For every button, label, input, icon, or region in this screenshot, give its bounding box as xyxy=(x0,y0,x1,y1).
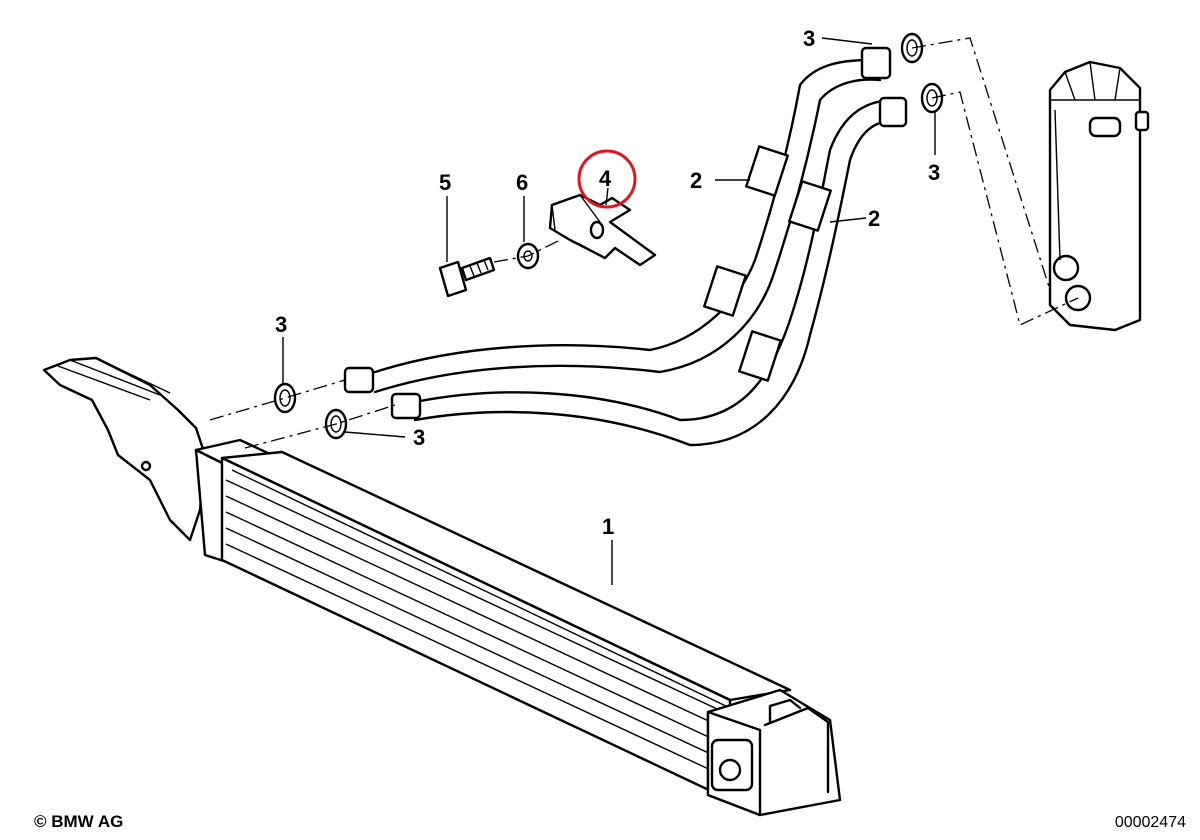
callout-part-3-top: 3 xyxy=(803,26,815,51)
callout-part-3-bottom: 3 xyxy=(413,425,425,450)
callout-part-1: 1 xyxy=(602,514,614,539)
highlight-circle xyxy=(577,149,637,209)
seal-ring-part-3-left[interactable] xyxy=(273,382,297,414)
callout-part-2-upper: 2 xyxy=(690,168,702,193)
callout-part-3-right: 3 xyxy=(928,160,940,185)
callout-labels: 1 2 2 3 3 3 3 4 5 6 xyxy=(275,26,940,539)
leader-lines xyxy=(282,37,936,585)
assembly-lines xyxy=(209,37,1079,449)
oil-hose-part-2-lower[interactable] xyxy=(343,96,908,447)
callout-part-2-lower: 2 xyxy=(868,206,880,231)
copyright-text: © BMW AG xyxy=(34,812,124,831)
callout-part-5: 5 xyxy=(439,170,451,195)
callout-part-6: 6 xyxy=(516,170,528,195)
hose-holder-part-4[interactable] xyxy=(548,193,657,267)
bolt-part-5[interactable] xyxy=(438,256,496,298)
oil-hose-part-2-upper[interactable] xyxy=(373,46,892,394)
callout-part-3-left: 3 xyxy=(275,312,287,337)
oil-cooler-part-1[interactable] xyxy=(42,356,842,817)
washer-part-6[interactable] xyxy=(516,242,540,270)
callout-part-4: 4 xyxy=(599,166,612,191)
drawing-number: 00002474 xyxy=(1114,814,1186,831)
oil-filter-housing[interactable] xyxy=(1048,60,1150,332)
